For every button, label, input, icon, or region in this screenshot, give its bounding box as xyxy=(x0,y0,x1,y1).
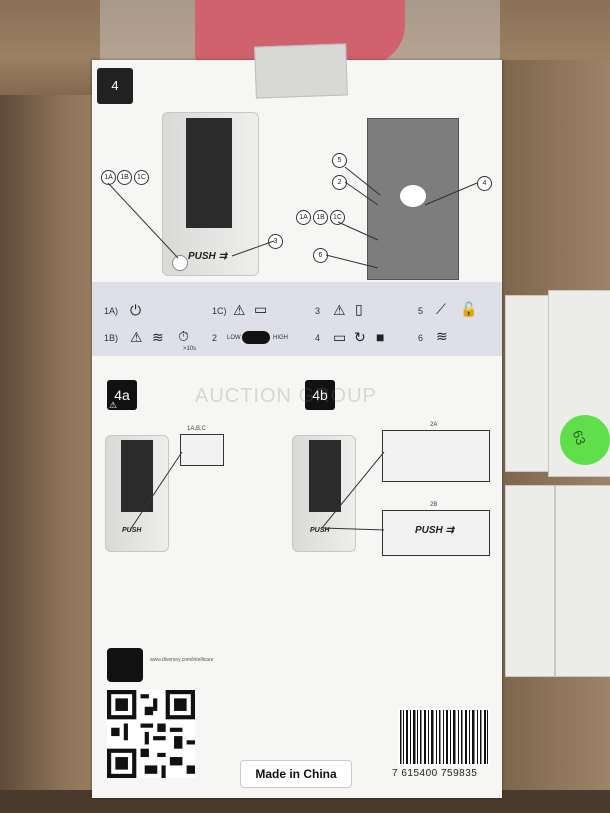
dispenser-window xyxy=(186,118,232,228)
hand-sensor-icon: ≋ xyxy=(152,329,164,345)
barcode xyxy=(398,708,490,766)
barcode-number: 7 615400 759835 xyxy=(392,768,478,779)
dispenser-window xyxy=(121,440,153,512)
zoom-label: 2B xyxy=(430,502,438,508)
unlock-icon: 🔓 xyxy=(460,301,478,317)
legend-6: 6 xyxy=(418,333,424,343)
made-in-label: Made in China xyxy=(240,760,352,788)
warning-icon: ⚠ xyxy=(130,329,143,345)
warning-icon: ⚠ xyxy=(233,302,246,318)
sensor-button xyxy=(172,255,188,271)
push-label: PUSH ⇉ xyxy=(188,251,227,262)
timer-label: >10s xyxy=(183,346,197,352)
callout-4: 4 xyxy=(477,176,492,191)
qr-code xyxy=(107,690,195,778)
push-label: PUSH xyxy=(310,527,330,534)
step-4b-badge: 4b xyxy=(305,380,335,410)
timer-icon: ⏱ xyxy=(178,328,189,344)
legend-3: 3 xyxy=(315,306,321,316)
warning-icon: ⚠ xyxy=(333,302,346,318)
legend-4: 4 xyxy=(315,333,321,343)
zoom-box-4a xyxy=(180,434,224,466)
zoom-box-2b xyxy=(382,510,490,556)
callout-1a: 1A xyxy=(296,210,311,225)
callout-1a: 1A xyxy=(101,170,116,185)
manual-icon xyxy=(107,648,143,682)
key-icon: ⟋ xyxy=(436,301,446,317)
push-label: PUSH xyxy=(122,527,142,534)
cardboard-left xyxy=(0,95,100,813)
step-4a-badge: 4a xyxy=(107,380,137,410)
price-sticker: 63 xyxy=(560,415,610,465)
legend-1c: 1C) xyxy=(212,306,227,316)
side-box xyxy=(505,295,555,472)
legend-5: 5 xyxy=(418,306,424,316)
power-icon: ⏻ xyxy=(130,302,142,318)
push-label: PUSH ⇉ xyxy=(415,525,454,536)
callout-3: 3 xyxy=(268,234,283,249)
legend-2: 2 xyxy=(212,333,218,343)
refill-icon: ▭ xyxy=(333,329,347,345)
refill-empty-icon: ▭ xyxy=(254,301,268,317)
refill-full-icon: ■ xyxy=(376,329,385,345)
callout-1c: 1C xyxy=(134,170,149,185)
high-label: HIGH xyxy=(273,335,288,341)
url-text: www.diversey.com/intellicare xyxy=(150,657,214,663)
drop-sensor-icon: ≋ xyxy=(436,328,448,344)
watermark-text: AUCTION GROUP xyxy=(195,385,377,407)
toggle-switch xyxy=(242,331,270,344)
legend-band xyxy=(92,282,502,356)
rotate-icon: ↻ xyxy=(354,329,366,345)
zoom-box-2a xyxy=(382,430,490,482)
callout-1b: 1B xyxy=(117,170,132,185)
side-box xyxy=(555,485,610,677)
bracket-hole xyxy=(400,185,426,207)
legend-1a: 1A) xyxy=(104,306,119,316)
low-label: LOW xyxy=(227,335,241,341)
warning-icon: ⚠ xyxy=(109,400,118,410)
callout-1b: 1B xyxy=(313,210,328,225)
callout-1c: 1C xyxy=(330,210,345,225)
side-box xyxy=(505,485,555,677)
battery-icon: ▯ xyxy=(355,301,363,317)
zoom-label: 1A,B,C xyxy=(187,426,207,432)
legend-1b: 1B) xyxy=(104,333,119,343)
zoom-label: 2A xyxy=(430,422,438,428)
step-badge: 4 xyxy=(97,68,133,104)
dispenser-window xyxy=(309,440,341,512)
callout-5: 5 xyxy=(332,153,347,168)
